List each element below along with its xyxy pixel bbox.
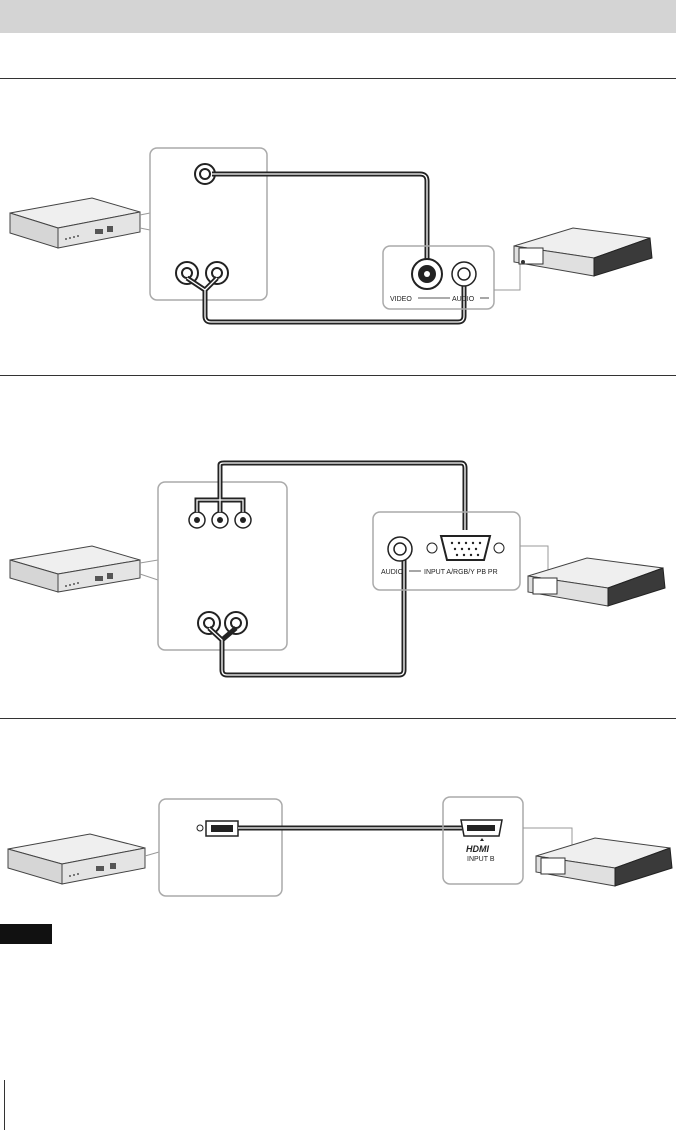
audio-input-jack (452, 262, 476, 286)
projector (514, 228, 652, 276)
section-divider (0, 375, 676, 376)
video-equipment-device (8, 834, 145, 884)
hdmi-diagram: HDMI INPUT B (0, 795, 676, 900)
audio-input-jack (388, 537, 412, 561)
composite-video-diagram: VIDEO AUDIO (0, 140, 676, 330)
rgb-input-label: INPUT A/RGB/Y PB PR (424, 569, 498, 576)
component-video-diagram: AUDIO INPUT A/RGB/Y PB PR (0, 455, 676, 680)
video-jack-label: VIDEO (390, 296, 412, 303)
hdmi-output-connector (197, 821, 238, 836)
section-divider (0, 78, 676, 79)
video-cable (212, 174, 427, 270)
note-label-tab (0, 924, 52, 944)
section-divider (0, 718, 676, 719)
component-output-jacks (189, 512, 251, 528)
equipment-output-panel (159, 799, 282, 896)
audio-output-jacks (176, 262, 228, 284)
audio-output-jacks (198, 612, 247, 634)
hdmi-input-connector (461, 820, 502, 841)
video-equipment-device (10, 198, 140, 248)
projector (528, 558, 665, 606)
video-cable (212, 174, 427, 270)
hdmi-logo: HDMI (466, 844, 489, 854)
audio-jack-label: AUDIO (381, 569, 404, 576)
hdmi-input-label: INPUT B (467, 856, 495, 863)
video-equipment-device (10, 546, 140, 592)
audio-jack-label: AUDIO (452, 296, 475, 303)
section-header-bar (0, 0, 676, 33)
margin-rule (4, 1080, 5, 1130)
rgb-input-connector (427, 536, 504, 560)
video-input-jack (412, 259, 442, 289)
projector (536, 838, 672, 886)
